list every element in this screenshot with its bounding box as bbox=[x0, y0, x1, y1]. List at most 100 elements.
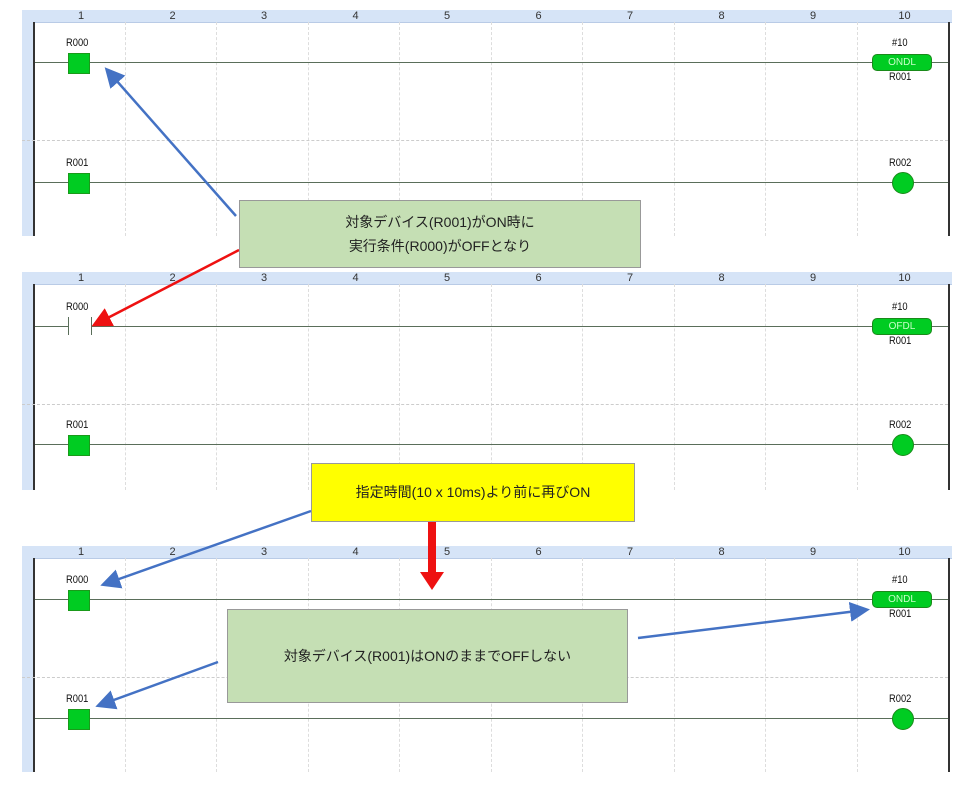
grid-line bbox=[399, 22, 400, 236]
arrow-to-r000-panel3 bbox=[100, 509, 312, 589]
column-number: 1 bbox=[77, 546, 85, 558]
column-number: 9 bbox=[809, 546, 817, 558]
grid-line bbox=[216, 284, 217, 490]
column-number: 2 bbox=[169, 546, 176, 558]
coil-r002[interactable] bbox=[892, 708, 914, 730]
grid-line bbox=[307, 22, 309, 236]
grid-line bbox=[673, 284, 675, 490]
contact-label: R000 bbox=[66, 574, 89, 586]
grid-line bbox=[856, 22, 858, 236]
column-number: 8 bbox=[718, 272, 725, 284]
left-bus bbox=[33, 558, 35, 772]
grid-line bbox=[765, 22, 766, 236]
rung-1 bbox=[35, 326, 948, 327]
grid-line bbox=[856, 284, 858, 490]
column-number: 10 bbox=[898, 272, 911, 284]
callout-text: 指定時間(10 x 10ms)より前に再びON bbox=[355, 484, 591, 500]
grid-line bbox=[490, 284, 492, 490]
coil-r002[interactable] bbox=[892, 434, 914, 456]
right-bus bbox=[948, 558, 950, 772]
column-number: 3 bbox=[260, 272, 268, 284]
contact-r001-on[interactable] bbox=[68, 709, 90, 730]
column-number: 4 bbox=[352, 272, 359, 284]
contact-r001-on[interactable] bbox=[68, 435, 90, 456]
left-bus bbox=[33, 22, 35, 236]
rung-2 bbox=[35, 182, 948, 183]
contact-label: R001 bbox=[66, 157, 89, 169]
column-number: 4 bbox=[352, 10, 359, 22]
grid-line bbox=[124, 22, 126, 236]
grid-line bbox=[582, 22, 583, 236]
arrow-to-timer-panel3 bbox=[637, 601, 870, 640]
contact-label: R000 bbox=[66, 301, 89, 313]
column-number: 3 bbox=[260, 546, 268, 558]
timer-constant: #10 bbox=[892, 37, 908, 49]
contact-r000-off[interactable] bbox=[68, 317, 92, 335]
coil-r002[interactable] bbox=[892, 172, 914, 194]
contact-label: R001 bbox=[66, 693, 89, 705]
contact-r000-on[interactable] bbox=[68, 590, 90, 611]
timer-device: R001 bbox=[889, 71, 912, 83]
column-number: 5 bbox=[443, 272, 451, 284]
contact-label: R000 bbox=[66, 37, 89, 49]
timer-device: R001 bbox=[889, 335, 912, 347]
column-number: 7 bbox=[626, 546, 634, 558]
column-number: 6 bbox=[535, 10, 542, 22]
rung-1 bbox=[35, 599, 948, 600]
grid-line bbox=[124, 558, 126, 772]
rung-rail bbox=[22, 272, 33, 490]
left-bus bbox=[33, 284, 35, 490]
grid-line bbox=[216, 558, 217, 772]
timer-instruction[interactable]: OFDL bbox=[872, 318, 932, 335]
column-number: 7 bbox=[626, 10, 634, 22]
callout-text: 対象デバイス(R001)はONのままでOFFしない bbox=[283, 647, 572, 664]
coil-label: R002 bbox=[889, 157, 912, 169]
column-header: 1 2 3 4 5 6 7 8 9 10 bbox=[33, 272, 952, 285]
column-number: 8 bbox=[718, 546, 725, 558]
rung-separator bbox=[22, 140, 948, 141]
column-number: 6 bbox=[535, 272, 542, 284]
column-number: 1 bbox=[77, 272, 85, 284]
grid-line bbox=[399, 284, 400, 490]
right-bus bbox=[948, 22, 950, 236]
column-number: 9 bbox=[809, 10, 817, 22]
column-number: 5 bbox=[443, 10, 451, 22]
column-number: 8 bbox=[718, 10, 725, 22]
contact-label: R001 bbox=[66, 419, 89, 431]
grid-line bbox=[216, 22, 217, 236]
contact-r000-on[interactable] bbox=[68, 53, 90, 74]
column-number: 9 bbox=[809, 272, 817, 284]
arrow-to-r000-panel2 bbox=[91, 248, 240, 327]
callout-text: 実行条件(R000)がOFFとなり bbox=[348, 238, 532, 254]
arrow-to-r001-panel3 bbox=[95, 660, 219, 710]
contact-r001-on[interactable] bbox=[68, 173, 90, 194]
down-arrow-icon bbox=[420, 522, 444, 590]
timer-device: R001 bbox=[889, 608, 912, 620]
column-number: 10 bbox=[898, 546, 911, 558]
column-number: 7 bbox=[626, 272, 634, 284]
grid-line bbox=[673, 22, 675, 236]
column-number: 1 bbox=[77, 10, 85, 22]
right-bus bbox=[948, 284, 950, 490]
timer-constant: #10 bbox=[892, 574, 908, 586]
grid-line bbox=[582, 284, 583, 490]
column-number: 4 bbox=[352, 546, 359, 558]
grid-line bbox=[673, 558, 675, 772]
column-number: 2 bbox=[169, 272, 176, 284]
grid-line bbox=[765, 284, 766, 490]
timer-instruction[interactable]: ONDL bbox=[872, 54, 932, 71]
arrow-to-r000-panel1 bbox=[104, 67, 237, 217]
timer-instruction[interactable]: ONDL bbox=[872, 591, 932, 608]
grid-line bbox=[124, 284, 126, 490]
callout-on-again: 指定時間(10 x 10ms)より前に再びON bbox=[311, 463, 635, 522]
rung-rail bbox=[22, 10, 33, 236]
callout-stays-on: 対象デバイス(R001)はONのままでOFFしない bbox=[227, 609, 628, 703]
timer-constant: #10 bbox=[892, 301, 908, 313]
rung-2 bbox=[35, 718, 948, 719]
grid-line bbox=[307, 284, 309, 490]
